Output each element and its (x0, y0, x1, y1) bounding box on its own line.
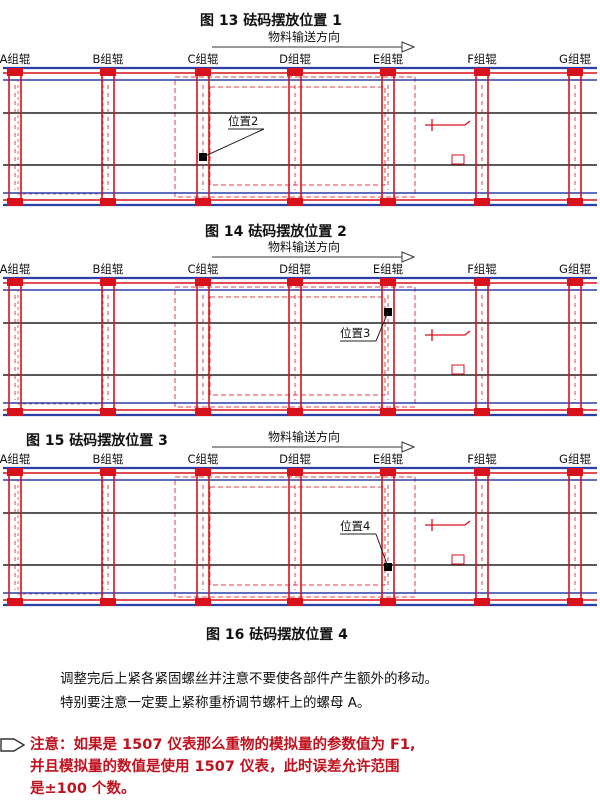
marker-label: 位置3 (340, 326, 370, 340)
mechanism-box (451, 154, 465, 165)
mechanism-sketch (425, 519, 471, 531)
roller-group-c (195, 68, 211, 206)
roller-group-f (474, 468, 490, 606)
figure-14-title: 图 14 砝码摆放位置 2 (205, 224, 347, 240)
roller-label-a: A组辊 (0, 262, 31, 276)
frame-dashed-outer (174, 76, 416, 198)
roller-label-c: C组辊 (187, 262, 219, 276)
roller-label-e: E组辊 (373, 52, 404, 66)
roller-label-f: F组辊 (467, 262, 497, 276)
roller-group-e (380, 468, 396, 606)
roller-group-b (100, 68, 116, 206)
roller-group-d (287, 468, 303, 606)
roller-label-g: G组辊 (559, 452, 591, 466)
roller-group-a (7, 68, 23, 206)
marker-label: 位置2 (228, 114, 258, 128)
roller-group-a (7, 278, 23, 416)
bay-dashed-a (17, 79, 104, 195)
roller-group-b (100, 278, 116, 416)
note-arrow-icon (0, 738, 26, 752)
roller-label-b: B组辊 (93, 52, 124, 66)
frame-dashed-outer (174, 286, 416, 408)
mechanism-sketch (425, 329, 471, 341)
marker-label: 位置4 (340, 519, 370, 533)
roller-label-a: A组辊 (0, 52, 31, 66)
frame-dashed-inner (209, 86, 386, 186)
marker-leader-line (375, 311, 389, 342)
marker-leader-line (202, 128, 265, 158)
roller-group-d (287, 278, 303, 416)
roller-label-c: C组辊 (187, 452, 219, 466)
conveyor-diagram-1: 物料输送方向 A组辊 B组辊 C组辊 D组辊 E组辊 F组辊 G组辊位置2 (0, 25, 600, 225)
roller-label-c: C组辊 (187, 52, 219, 66)
roller-group-b (100, 468, 116, 606)
conveyor-diagram-2: 物料输送方向 A组辊 B组辊 C组辊 D组辊 E组辊 F组辊 G组辊位置3 (0, 235, 600, 435)
note-line-2: 并且模拟量的数值是使用 1507 仪表，此时误差允许范围 (30, 759, 400, 775)
frame-dashed-outer (174, 476, 416, 598)
bay-dashed-a (17, 479, 104, 595)
bay-dashed-a (17, 289, 104, 405)
roller-group-f (474, 68, 490, 206)
roller-label-e: E组辊 (373, 452, 404, 466)
roller-label-d: D组辊 (279, 452, 311, 466)
roller-label-a: A组辊 (0, 452, 31, 466)
warning-note: 注意：如果是 1507 仪表那么重物的模拟量的参数值为 F1, 并且模拟量的数值… (0, 734, 416, 800)
roller-group-g (567, 68, 583, 206)
roller-label-g: G组辊 (559, 262, 591, 276)
mechanism-box (451, 554, 465, 565)
body-text-line-2: 特别要注意一定要上紧称重桥调节螺杆上的螺母 A。 (60, 695, 371, 711)
roller-group-c (195, 468, 211, 606)
frame-dashed-inner (209, 296, 386, 396)
direction-label: 物料输送方向 (268, 29, 340, 44)
roller-label-g: G组辊 (559, 52, 591, 66)
roller-label-b: B组辊 (93, 262, 124, 276)
conveyor-diagram-3: 物料输送方向 A组辊 B组辊 C组辊 D组辊 E组辊 F组辊 G组辊位置4 (0, 425, 600, 625)
direction-arrow-head-icon (401, 251, 416, 263)
roller-group-e (380, 68, 396, 206)
roller-label-f: F组辊 (467, 452, 497, 466)
roller-group-g (567, 468, 583, 606)
roller-group-c (195, 278, 211, 416)
marker-leader-line (375, 533, 389, 568)
roller-group-d (287, 68, 303, 206)
direction-label: 物料输送方向 (268, 429, 340, 444)
frame-dashed-inner (209, 486, 386, 586)
roller-group-e (380, 278, 396, 416)
direction-arrow-head-icon (401, 441, 416, 453)
roller-group-f (474, 278, 490, 416)
mechanism-box (451, 364, 465, 375)
roller-label-b: B组辊 (93, 452, 124, 466)
direction-label: 物料输送方向 (268, 239, 340, 254)
roller-group-g (567, 278, 583, 416)
note-line-3: 是±100 个数。 (30, 781, 136, 797)
roller-label-e: E组辊 (373, 262, 404, 276)
direction-arrow-head-icon (401, 41, 416, 53)
roller-group-a (7, 468, 23, 606)
roller-label-d: D组辊 (279, 262, 311, 276)
roller-label-d: D组辊 (279, 52, 311, 66)
body-text-line-1: 调整完后上紧各紧固螺丝并注意不要使各部件产生额外的移动。 (60, 671, 438, 687)
roller-label-f: F组辊 (467, 52, 497, 66)
figure-15-title: 图 15 砝码摆放位置 3 (26, 433, 168, 449)
note-line-1: 注意：如果是 1507 仪表那么重物的模拟量的参数值为 F1, (30, 737, 416, 753)
mechanism-sketch (425, 119, 471, 131)
figure-16-title: 图 16 砝码摆放位置 4 (206, 627, 348, 643)
figure-13-title: 图 13 砝码摆放位置 1 (200, 13, 342, 29)
